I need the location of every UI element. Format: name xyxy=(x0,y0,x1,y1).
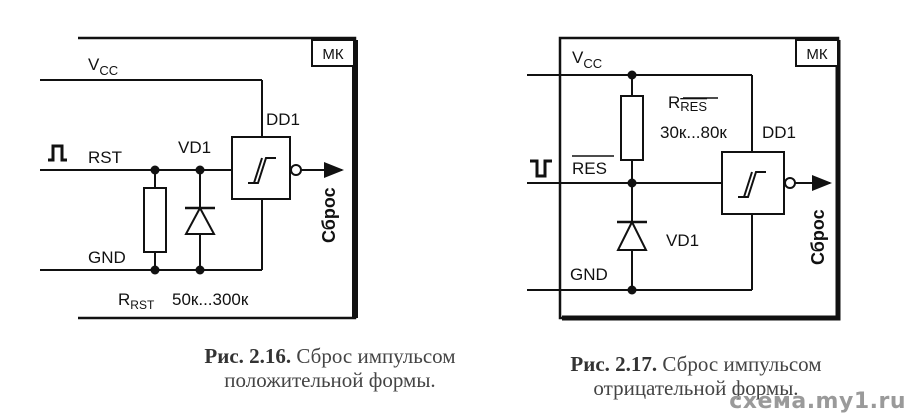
mcu-label: МК xyxy=(806,46,827,63)
negative-pulse-icon xyxy=(530,159,552,178)
positive-pulse-icon xyxy=(48,144,67,162)
r-rst-value: 50к...300к xyxy=(172,290,249,309)
site-watermark: схема.my1.ru xyxy=(729,389,906,414)
mcu-label-box xyxy=(311,39,355,67)
vcc-label: VCC xyxy=(88,55,118,78)
caption-line-2: положительной формы. xyxy=(224,368,436,392)
caption-line-2: отрицательной формы. xyxy=(593,376,799,400)
caption-text: Сброс импульсом xyxy=(662,352,822,376)
mcu-label: МК xyxy=(322,46,343,63)
figure-2-17-schematic: МК VCC RRES 30к...80к DD1 RES Сброс xyxy=(527,36,841,321)
reset-output-label: Сброс xyxy=(319,187,339,243)
vcc-label: VCC xyxy=(572,48,602,71)
junction-dot xyxy=(150,265,160,275)
caption-number: Рис. 2.17. xyxy=(570,352,658,376)
mcu-boundary xyxy=(78,36,358,320)
rst-label: RST xyxy=(88,148,122,167)
mcu-label-box xyxy=(795,39,839,67)
caption-line-1: Рис. 2.16. Сброс импульсом xyxy=(204,344,455,368)
dd1-label: DD1 xyxy=(266,110,300,129)
r-res-value: 30к...80к xyxy=(660,123,727,142)
diode-vd1 xyxy=(184,170,216,270)
reset-output-label: Сброс xyxy=(808,209,828,265)
mcu-boundary xyxy=(558,36,841,321)
figure-2-16-schematic: МК VCC RST VD1 DD1 Сброс xyxy=(40,36,358,320)
dd1-label: DD1 xyxy=(762,123,796,142)
schmitt-trigger-dd1 xyxy=(721,151,785,215)
diode-vd1 xyxy=(616,183,648,290)
vd1-label: VD1 xyxy=(178,138,211,157)
r-rst-label: RRST xyxy=(118,290,155,312)
junction-dot xyxy=(195,265,205,275)
inverter-bubble xyxy=(784,177,796,189)
caption-number: Рис. 2.16. xyxy=(204,344,292,368)
gnd-label: GND xyxy=(570,265,608,284)
inverter-bubble xyxy=(290,164,302,176)
resistor-r-res xyxy=(620,75,644,183)
gnd-label: GND xyxy=(88,248,126,267)
r-res-label: RRES xyxy=(668,93,707,114)
caption-line-1: Рис. 2.17. Сброс импульсом xyxy=(570,352,821,376)
caption-text: Сброс импульсом xyxy=(296,344,456,368)
resistor-r-rst xyxy=(143,170,167,270)
junction-dot xyxy=(627,285,637,295)
vd1-label: VD1 xyxy=(666,231,699,250)
res-label: RES xyxy=(572,159,607,178)
schmitt-trigger-dd1 xyxy=(231,136,291,200)
